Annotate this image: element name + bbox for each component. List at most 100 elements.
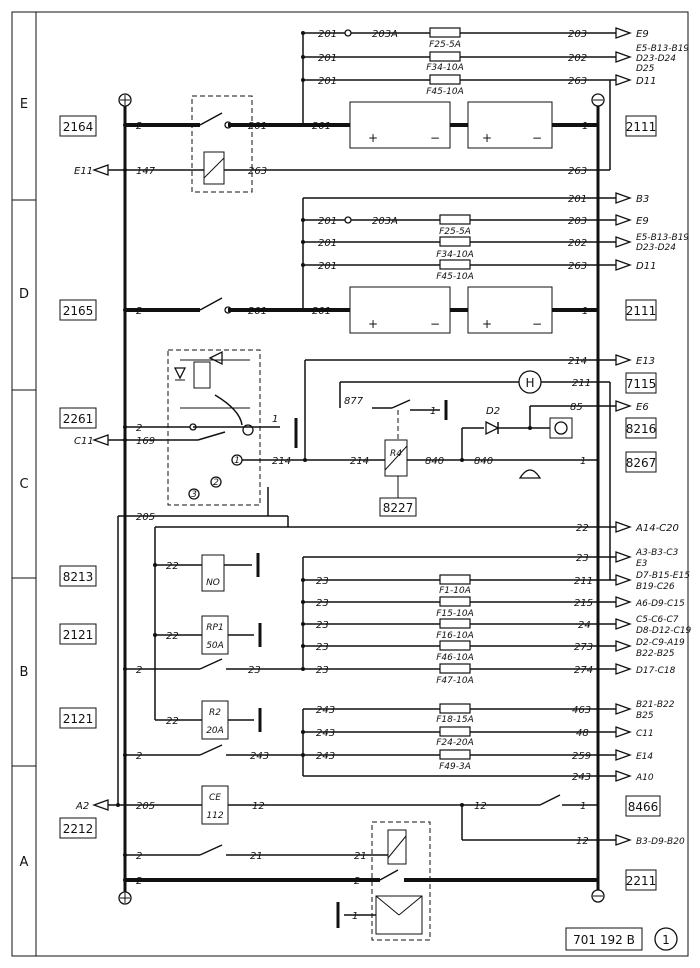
svg-text:463: 463	[572, 705, 591, 716]
svg-text:2: 2	[213, 478, 219, 488]
svg-text:147: 147	[136, 166, 156, 177]
svg-text:2: 2	[136, 121, 142, 132]
fuse-f45	[429, 74, 461, 85]
svg-text:B22-B25: B22-B25	[636, 649, 675, 659]
svg-text:8466: 8466	[628, 800, 659, 814]
fuse-f18	[439, 703, 471, 714]
svg-text:+: +	[482, 317, 492, 331]
svg-text:243: 243	[572, 772, 591, 783]
svg-text:201: 201	[312, 306, 331, 317]
module-2212	[59, 817, 97, 839]
fuse-f34-d	[439, 236, 471, 247]
svg-text:E14: E14	[636, 752, 653, 762]
module-8267	[625, 451, 657, 473]
svg-text:214: 214	[568, 356, 587, 367]
svg-text:R4: R4	[390, 449, 402, 459]
svg-text:203: 203	[568, 216, 587, 227]
svg-text:243: 243	[250, 751, 269, 762]
svg-text:E13: E13	[636, 356, 655, 367]
svg-text:20A: 20A	[206, 726, 224, 736]
svg-text:F15-10A: F15-10A	[436, 609, 474, 619]
svg-text:22: 22	[166, 561, 179, 572]
svg-text:+: +	[368, 131, 378, 145]
svg-text:A3-B3-C3: A3-B3-C3	[635, 548, 679, 558]
svg-text:23: 23	[576, 553, 589, 564]
svg-text:243: 243	[316, 728, 335, 739]
svg-text:F34-10A: F34-10A	[436, 250, 474, 260]
svg-text:−: −	[430, 131, 440, 145]
svg-text:A10: A10	[635, 773, 654, 783]
svg-text:259: 259	[572, 751, 591, 762]
svg-text:F46-10A: F46-10A	[436, 653, 474, 663]
svg-text:D23-D24: D23-D24	[636, 243, 676, 253]
sheet-number	[654, 927, 678, 951]
svg-text:202: 202	[568, 53, 587, 64]
relay-no	[201, 554, 225, 592]
svg-text:22: 22	[576, 523, 589, 534]
svg-text:F49-3A: F49-3A	[439, 762, 471, 772]
svg-text:22: 22	[166, 631, 179, 642]
svg-text:215: 215	[574, 598, 593, 609]
svg-text:1: 1	[582, 306, 588, 317]
svg-text:3: 3	[191, 490, 197, 500]
svg-text:D25: D25	[636, 64, 655, 74]
zone-label-e: E	[20, 97, 28, 112]
svg-text:D11: D11	[636, 261, 656, 272]
svg-text:NO: NO	[206, 578, 220, 588]
svg-text:C11: C11	[74, 436, 94, 447]
svg-text:169: 169	[136, 436, 155, 447]
battery-1	[349, 101, 451, 149]
diode-d2	[485, 420, 500, 436]
fuse-f34	[429, 51, 461, 62]
svg-text:8227: 8227	[383, 501, 414, 515]
svg-text:E5-B13-B19: E5-B13-B19	[636, 233, 689, 243]
svg-text:205: 205	[136, 512, 155, 523]
svg-text:F24-20A: F24-20A	[436, 738, 474, 748]
svg-text:F18-15A: F18-15A	[436, 715, 474, 725]
svg-text:203: 203	[568, 29, 587, 40]
svg-text:2212: 2212	[63, 822, 94, 836]
svg-text:2121: 2121	[63, 712, 94, 726]
svg-text:201: 201	[318, 238, 337, 249]
pressure-switch	[518, 469, 542, 479]
fuse-f25	[429, 27, 461, 38]
svg-text:840: 840	[425, 456, 444, 467]
battery-3	[349, 286, 451, 334]
svg-text:E5-B13-B19: E5-B13-B19	[636, 44, 689, 54]
fuse-f45-d	[439, 259, 471, 270]
svg-text:2165: 2165	[63, 304, 94, 318]
svg-text:85: 85	[570, 402, 583, 413]
pin-3	[188, 488, 200, 500]
svg-text:701 192 B: 701 192 B	[573, 933, 635, 947]
svg-text:2: 2	[136, 306, 142, 317]
relay-ce	[201, 785, 229, 825]
svg-text:24: 24	[578, 620, 591, 631]
module-2211	[625, 869, 657, 891]
svg-text:B25: B25	[636, 711, 654, 721]
svg-text:E6: E6	[636, 402, 649, 413]
svg-text:F25-5A: F25-5A	[429, 40, 461, 50]
svg-text:B3: B3	[636, 194, 649, 205]
svg-text:8267: 8267	[626, 456, 657, 470]
svg-text:263: 263	[568, 76, 587, 87]
fuse-f47	[439, 663, 471, 674]
module-2121-b	[59, 707, 97, 729]
svg-text:2164: 2164	[63, 120, 94, 134]
svg-text:2211: 2211	[626, 874, 657, 888]
zone-label-c: C	[19, 477, 28, 492]
svg-text:R2: R2	[209, 708, 221, 718]
svg-text:211: 211	[572, 378, 591, 389]
svg-text:D8-D12-C19: D8-D12-C19	[636, 626, 692, 636]
svg-text:B3-D9-B20: B3-D9-B20	[636, 837, 685, 847]
svg-text:2: 2	[136, 751, 142, 762]
svg-text:1: 1	[580, 456, 586, 467]
svg-text:2: 2	[136, 851, 142, 862]
svg-text:A2: A2	[75, 801, 89, 812]
document-number	[565, 927, 643, 951]
svg-text:12: 12	[474, 801, 487, 812]
module-2165	[59, 299, 97, 321]
svg-text:B21-B22: B21-B22	[636, 700, 675, 710]
svg-text:7115: 7115	[626, 377, 657, 391]
svg-text:F16-10A: F16-10A	[436, 631, 474, 641]
svg-text:2121: 2121	[63, 628, 94, 642]
